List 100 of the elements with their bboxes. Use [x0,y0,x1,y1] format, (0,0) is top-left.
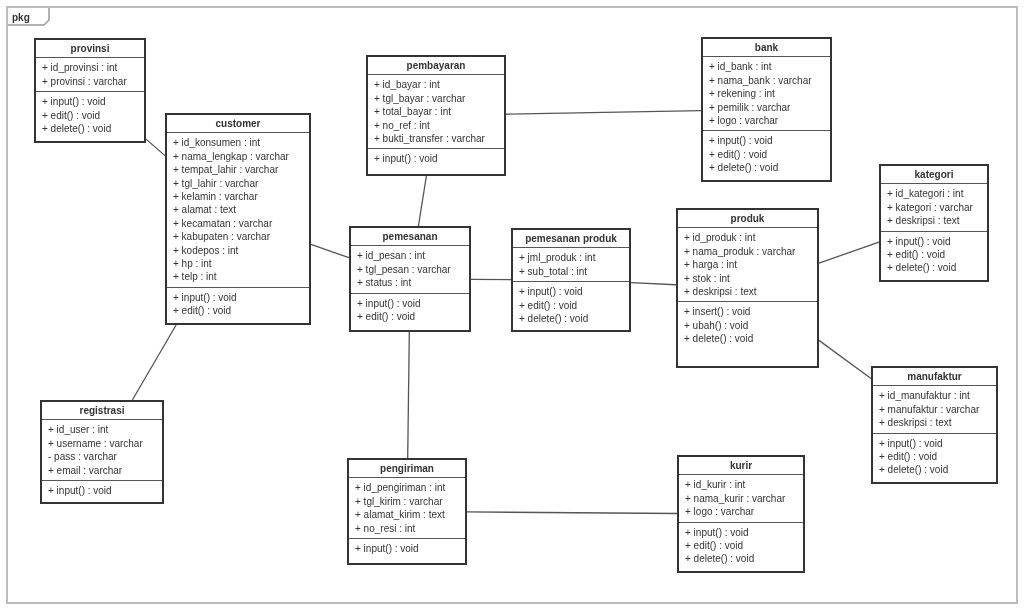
attribute: + kecamatan : varchar [173,216,274,231]
method: + input() : void [357,296,422,311]
attribute: + id_user : int [48,423,110,437]
attribute: + id_pengiriman : int [355,481,447,495]
association-line [417,175,428,227]
association-line [145,138,166,157]
class-name: pemesanan produk [525,232,617,246]
class-name: registrasi [79,404,125,418]
attribute: + kabupaten : varchar [173,230,271,244]
attribute: + kelamin : varchar [173,190,259,204]
attribute: + status : int [357,276,413,290]
attribute: + kodepos : int [173,243,240,258]
class-box [511,228,631,332]
class-box [347,458,467,565]
attribute: + nama_lengkap : varchar [173,149,290,164]
attribute: + nama_kurir : varchar [685,491,787,506]
attribute: + tgl_pesan : varchar [357,262,452,277]
method: + input() : void [173,290,238,305]
method: + delete() : void [685,552,756,566]
association-line [466,511,678,515]
association-line [407,331,410,459]
method: + edit() : void [173,304,233,318]
attribute: + rekening : int [709,87,776,101]
class-name: pemesanan [382,230,438,244]
class-name: manufaktur [907,370,962,384]
class-box [349,226,471,332]
attribute: + id_bayar : int [374,78,441,92]
association-line [818,339,872,380]
class-box [165,113,311,325]
attribute: + id_kurir : int [685,478,747,492]
class-name: kurir [729,459,753,473]
method: + input() : void [355,542,420,556]
attribute: + id_produk : int [684,231,757,245]
attribute: + id_provinsi : int [42,61,119,75]
method: + delete() : void [709,161,780,175]
class-box [676,208,819,368]
class-box [34,38,146,143]
attribute: - pass : varchar [48,450,118,464]
attribute: + alamat : text [173,203,238,217]
attribute: + logo : varchar [685,505,756,519]
package-frame [6,6,1018,604]
method: + delete() : void [887,261,958,275]
method: + edit() : void [709,147,769,162]
class-box [701,37,832,182]
class-box [40,400,164,504]
attribute: + id_konsumen : int [173,136,261,150]
attribute: + pemilik : varchar [709,100,792,115]
attribute: + id_bank : int [709,60,773,74]
class-name: bank [754,41,779,55]
association-line [630,282,677,286]
attribute: + telp : int [173,270,218,284]
class-box [366,55,506,176]
attribute: + harga : int [684,258,739,272]
association-line [470,278,512,281]
attribute: + tgl_lahir : varchar [173,176,260,191]
method: + input() : void [42,95,107,109]
class-name: kategori [914,168,954,182]
attribute: + provinsi : varchar [42,74,128,89]
class-name: pembayaran [406,59,466,73]
class-box [871,366,998,484]
attribute: + jml_produk : int [519,251,597,265]
class-name: provinsi [70,42,110,56]
association-line [818,241,880,264]
association-line [131,324,177,401]
attribute: + id_pesan : int [357,249,427,263]
attribute: + hp : int [173,257,213,271]
attribute: + no_ref : int [374,118,431,133]
attribute: + id_manufaktur : int [879,389,971,403]
attribute: + total_bayar : int [374,105,452,119]
method: + delete() : void [519,312,590,326]
method: + delete() : void [879,463,950,477]
attribute: + id_kategori : int [887,187,965,201]
method: + edit() : void [357,310,417,324]
attribute: + deskripsi : text [887,214,961,228]
attribute: + deskripsi : text [879,416,953,430]
class-name: produk [730,212,765,226]
attribute: + deskripsi : text [684,285,758,299]
method: + input() : void [879,436,944,451]
package-label: pkg [12,11,30,25]
method: + delete() : void [42,122,113,136]
method: + input() : void [48,484,113,498]
attribute: + logo : varchar [709,114,780,128]
attribute: + no_resi : int [355,521,417,536]
method: + edit() : void [685,539,745,553]
method: + ubah() : void [684,318,750,333]
method: + edit() : void [887,248,947,262]
association-line [505,110,702,115]
method: + edit() : void [879,450,939,464]
attribute: + manufaktur : varchar [879,402,981,417]
association-line [310,243,350,259]
attribute: + nama_produk : varchar [684,244,797,259]
attribute: + alamat_kirim : text [355,508,446,522]
attribute: + kategori : varchar [887,200,974,215]
attribute: + username : varchar [48,436,144,451]
method: + input() : void [709,134,774,148]
method: + input() : void [685,525,750,540]
method: + edit() : void [42,108,102,123]
method: + input() : void [887,234,952,249]
method: + input() : void [519,285,584,299]
attribute: + stok : int [684,271,731,286]
